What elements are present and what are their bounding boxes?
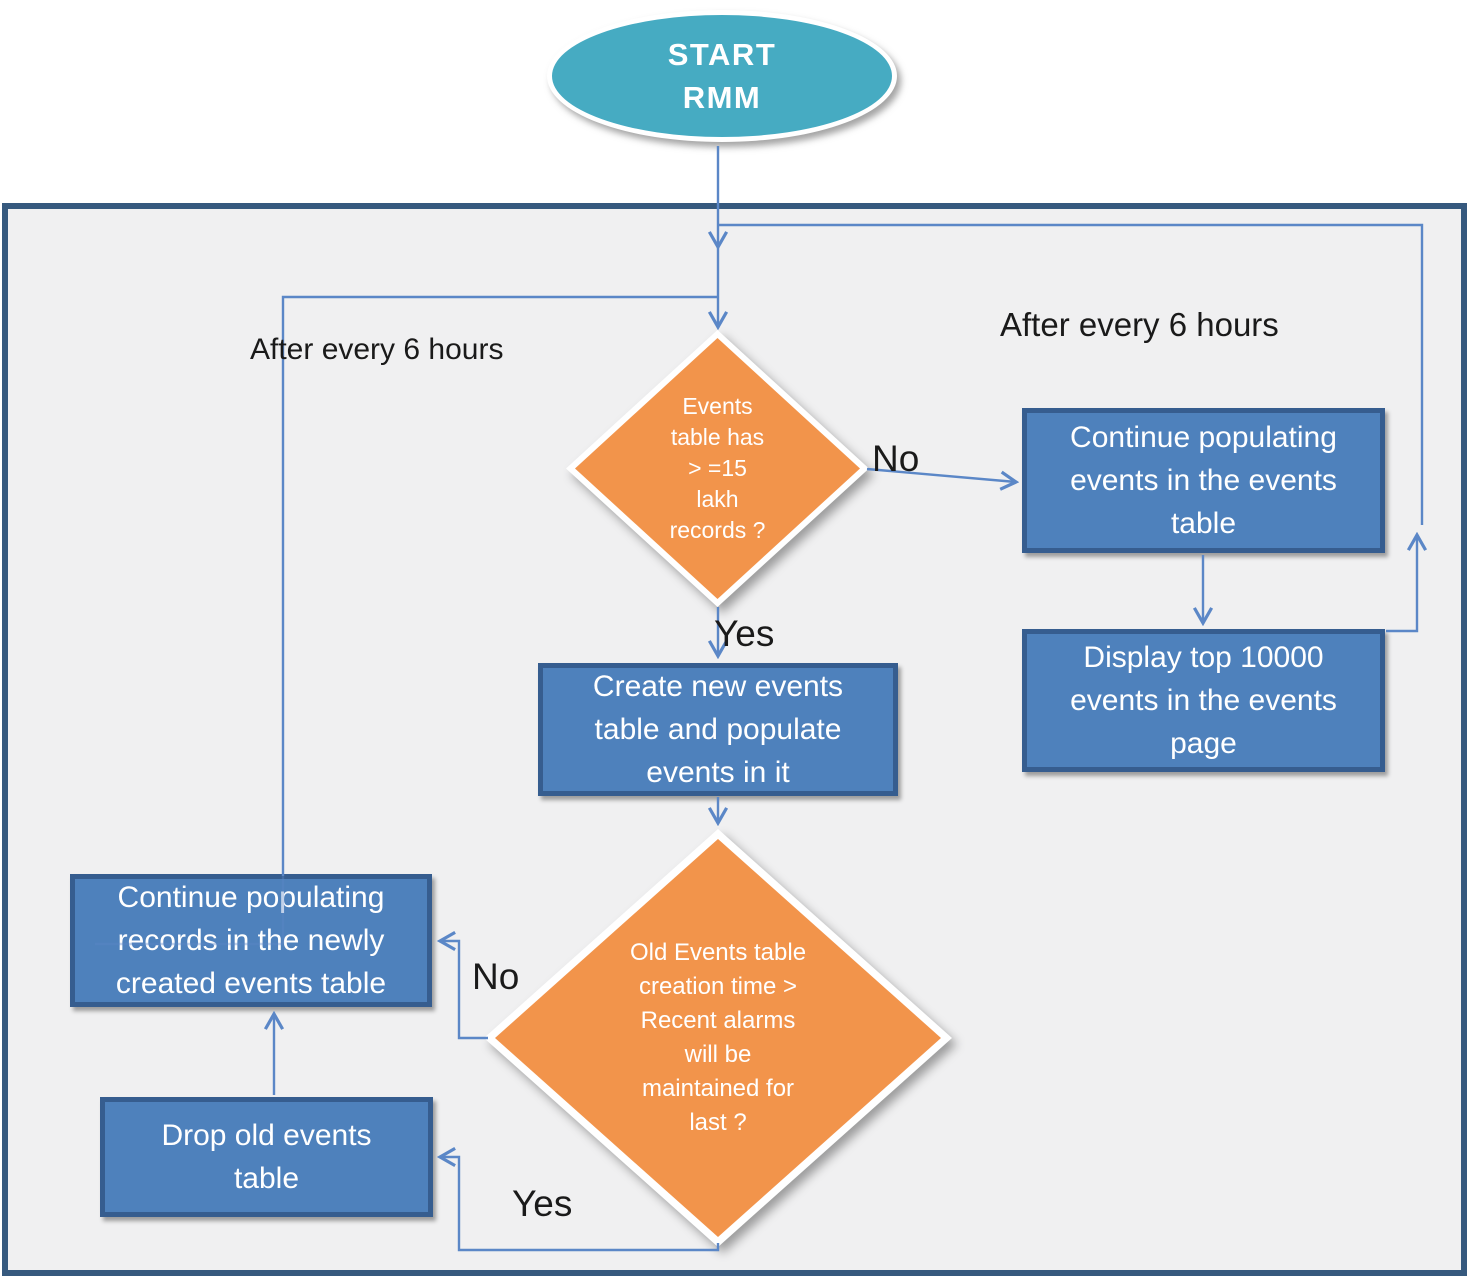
label-no-decision1: No bbox=[872, 438, 920, 479]
decision1-text: Events table has > =15 lakh records ? bbox=[566, 330, 869, 607]
label-yes-decision2: Yes bbox=[512, 1183, 573, 1224]
process-line: table bbox=[233, 1162, 300, 1195]
process-line: Continue populating bbox=[117, 881, 385, 914]
process-line: Drop old events bbox=[161, 1119, 372, 1152]
process-drop-old-events-table: Drop old events table bbox=[100, 1097, 433, 1217]
decision1-line: table has bbox=[670, 424, 765, 450]
start-node: START RMM bbox=[547, 10, 897, 142]
process-line: created events table bbox=[115, 967, 387, 1000]
process-line: Continue populating bbox=[1070, 421, 1337, 454]
process-text: Display top 10000 events in the events p… bbox=[1070, 636, 1337, 765]
decision1-line: Events bbox=[682, 393, 753, 419]
process-text: Drop old events table bbox=[161, 1114, 371, 1200]
decision2-line: Old Events table bbox=[629, 939, 807, 966]
process-line: table and populate bbox=[594, 713, 842, 746]
decision1-line: > =15 bbox=[688, 455, 747, 481]
process-text: Create new events table and populate eve… bbox=[593, 665, 843, 794]
decision2-line: creation time > bbox=[638, 973, 798, 1000]
process-line: events in it bbox=[646, 756, 790, 789]
process-line: Display top 10000 bbox=[1083, 641, 1324, 674]
process-line: records in the newly bbox=[117, 924, 385, 957]
label-yes-decision1: Yes bbox=[714, 613, 775, 654]
process-line: events in the events bbox=[1070, 464, 1337, 497]
label-after-every-6-hours-right: After every 6 hours bbox=[1000, 306, 1279, 343]
process-continue-populating-events: Continue populating events in the events… bbox=[1022, 408, 1385, 553]
label-no-decision2: No bbox=[472, 956, 520, 997]
decision2-line: last ? bbox=[689, 1109, 747, 1136]
decision2-line: will be bbox=[684, 1041, 752, 1068]
decision2-text: Old Events table creation time > Recent … bbox=[484, 829, 952, 1247]
process-line: Create new events bbox=[592, 670, 844, 703]
decision1-line: lakh bbox=[696, 486, 739, 512]
process-line: page bbox=[1170, 727, 1237, 760]
start-node-line1: START bbox=[667, 37, 777, 72]
process-display-top-events: Display top 10000 events in the events p… bbox=[1022, 629, 1385, 772]
process-text: Continue populating events in the events… bbox=[1070, 416, 1337, 545]
label-after-every-6-hours-left: After every 6 hours bbox=[250, 333, 504, 366]
decision-events-table-records: Events table has > =15 lakh records ? bbox=[566, 330, 869, 607]
start-node-line2: RMM bbox=[682, 80, 762, 115]
decision2-line: Recent alarms bbox=[640, 1007, 796, 1034]
process-continue-populating-records: Continue populating records in the newly… bbox=[70, 874, 432, 1007]
decision1-line: records ? bbox=[669, 517, 766, 543]
decision2-line: maintained for bbox=[641, 1075, 795, 1102]
process-create-new-events-table: Create new events table and populate eve… bbox=[538, 663, 898, 796]
process-line: events in the events bbox=[1070, 684, 1337, 717]
process-text: Continue populating records in the newly… bbox=[116, 876, 386, 1005]
process-line: table bbox=[1170, 507, 1237, 540]
